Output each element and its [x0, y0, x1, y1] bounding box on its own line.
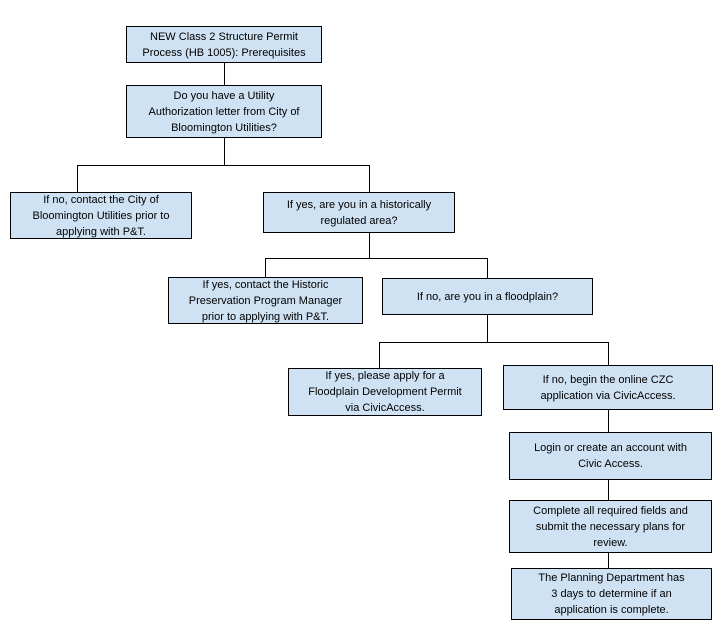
flow-node-utility-no: If no, contact the City of Bloomington U…: [10, 192, 192, 239]
connector-segment: [379, 342, 380, 368]
connector-segment: [224, 63, 225, 85]
connector-segment: [608, 480, 609, 500]
connector-segment: [608, 342, 609, 365]
flow-node-floodplain-question: If no, are you in a floodplain?: [382, 278, 593, 315]
flow-node-historic-question: If yes, are you in a historically regula…: [263, 192, 455, 233]
flow-node-complete-fields: Complete all required fields and submit …: [509, 500, 712, 553]
connector-segment: [487, 258, 488, 278]
connector-segment: [77, 165, 369, 166]
connector-segment: [265, 258, 266, 277]
connector-segment: [608, 553, 609, 568]
connector-segment: [487, 315, 488, 342]
connector-segment: [369, 233, 370, 258]
connector-segment: [369, 165, 370, 192]
connector-segment: [77, 165, 78, 192]
connector-segment: [608, 410, 609, 432]
flow-node-czc-start: If no, begin the online CZC application …: [503, 365, 713, 410]
connector-segment: [265, 258, 487, 259]
flow-node-utility-question: Do you have a Utility Authorization lett…: [126, 85, 322, 138]
connector-segment: [379, 342, 608, 343]
flow-node-historic-yes: If yes, contact the Historic Preservatio…: [168, 277, 363, 324]
connector-segment: [224, 138, 225, 166]
flow-node-planning-review: The Planning Department has 3 days to de…: [511, 568, 712, 620]
flow-node-floodplain-yes: If yes, please apply for a Floodplain De…: [288, 368, 482, 416]
flow-node-login: Login or create an account with Civic Ac…: [509, 432, 712, 480]
flow-node-start: NEW Class 2 Structure Permit Process (HB…: [126, 26, 322, 63]
